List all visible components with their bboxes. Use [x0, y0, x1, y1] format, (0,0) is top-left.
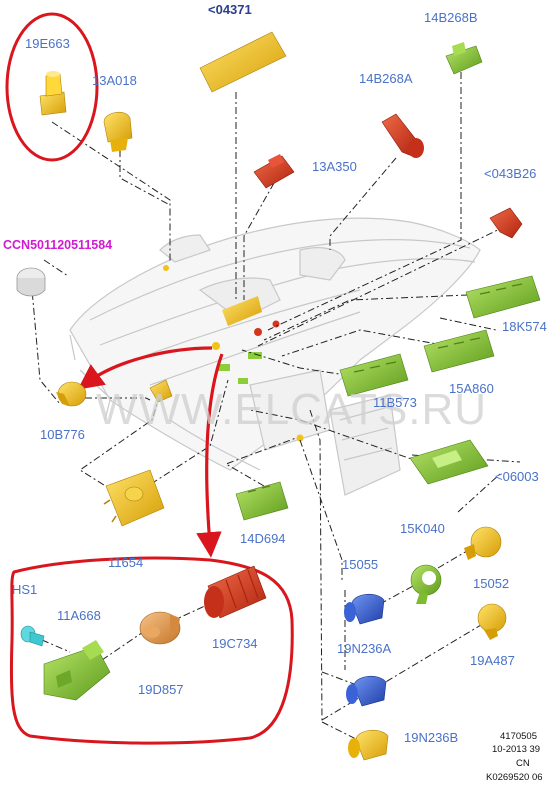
label-11B573: 11B573	[373, 395, 417, 410]
part-11654	[103, 469, 165, 527]
leader-lines-lower	[41, 599, 219, 661]
label-10B776: 10B776	[40, 427, 85, 442]
label-14D694: 14D694	[240, 531, 286, 546]
part-18K574	[465, 275, 541, 319]
label-19N236A: 19N236A	[337, 641, 392, 656]
part-15052	[464, 526, 502, 560]
label-14B268B: 14B268B	[424, 10, 478, 25]
part-14D694	[235, 481, 289, 521]
part-19N236A	[346, 675, 387, 707]
part-small-yellow-switch	[149, 379, 173, 403]
label-CCN501120511584: CCN501120511584	[3, 238, 113, 252]
part-CCN501120511584	[16, 267, 46, 297]
leader-lines	[30, 72, 521, 741]
part-19N236B	[348, 729, 389, 761]
footer-line-2: 10-2013 39	[492, 744, 541, 755]
footer-line-3: CN	[516, 758, 530, 769]
part-11B573	[339, 353, 409, 397]
label-04371: <04371	[208, 2, 252, 17]
label-19N236B: 19N236B	[404, 730, 459, 745]
label-11A668: 11A668	[57, 608, 101, 623]
label-19D857: 19D857	[138, 682, 184, 697]
part-13A018	[103, 111, 133, 152]
arrow-to-lower-box	[196, 353, 224, 558]
part-14B268A	[381, 113, 424, 158]
footer-line-4: K0269520 06	[486, 772, 543, 783]
highlight-box-lower-left	[9, 556, 294, 745]
label-15A860: 15A860	[449, 381, 494, 396]
part-19E663	[39, 71, 67, 116]
label-18K574: 18K574	[502, 319, 547, 334]
part-15055	[344, 593, 385, 625]
instrument-panel-outline	[69, 217, 481, 496]
part-14B268B	[445, 42, 483, 75]
part-11A668	[43, 640, 111, 701]
watermark: WWW.ELCATS.RU	[96, 385, 488, 434]
label-11654: 11654	[108, 555, 144, 570]
part-06003	[409, 439, 489, 485]
label-06003: <06003	[495, 469, 539, 484]
label-HS1: HS1	[12, 582, 38, 597]
label-19E663: 19E663	[25, 36, 70, 51]
highlight-annotations	[5, 12, 294, 745]
label-19A487: 19A487	[470, 653, 515, 668]
part-19D857	[139, 611, 181, 645]
part-10B776	[56, 381, 87, 407]
label-13A350: 13A350	[312, 159, 357, 174]
label-13A018: 13A018	[92, 73, 137, 88]
label-15K040: 15K040	[400, 521, 445, 536]
highlight-ellipse-19E663	[5, 12, 99, 162]
part-19A487	[477, 603, 507, 640]
label-19C734: 19C734	[212, 636, 258, 651]
part-15K040	[410, 564, 442, 604]
part-15A860	[423, 329, 495, 373]
part-043B26	[489, 207, 523, 239]
part-13A350	[253, 154, 295, 189]
footer-line-1: 4170505	[500, 731, 537, 742]
part-04371	[199, 31, 287, 93]
label-043B26: <043B26	[484, 166, 537, 181]
label-14B268A: 14B268A	[359, 71, 413, 86]
arrow-to-10B776	[77, 346, 213, 390]
label-15055: 15055	[342, 557, 379, 572]
part-HS1	[20, 625, 45, 647]
label-15052: 15052	[473, 576, 510, 591]
part-19C734	[204, 565, 267, 619]
